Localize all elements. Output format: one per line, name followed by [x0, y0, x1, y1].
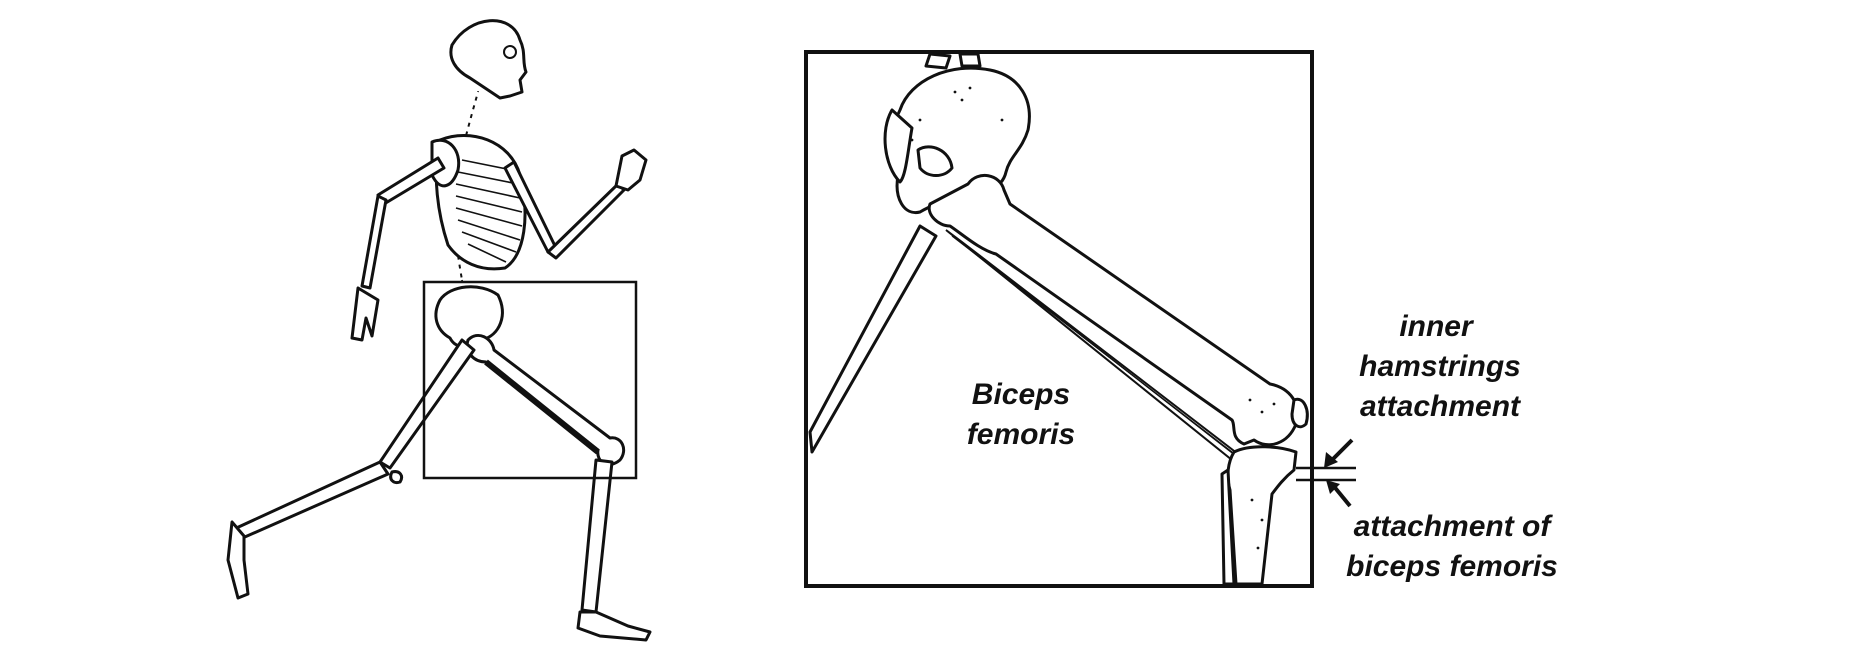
rib-lines — [455, 159, 523, 263]
femur — [927, 174, 1299, 447]
fibula — [1220, 468, 1236, 586]
back-kneecap — [389, 470, 404, 484]
inset-locator-box — [422, 280, 638, 480]
front-forearm — [546, 182, 626, 260]
enlarged-leg — [808, 52, 1309, 586]
back-foot — [226, 520, 250, 600]
biceps-femoris-label-line2: femoris — [967, 418, 1075, 451]
inner-hamstrings-pointer — [1296, 438, 1356, 470]
back-hand — [350, 286, 380, 342]
vertebra-fragment-2 — [958, 52, 982, 68]
biceps-attachment-pointer — [1296, 478, 1356, 508]
sacrum — [883, 108, 914, 184]
kneecap — [1290, 397, 1309, 429]
femur-small — [465, 334, 626, 466]
vertebra-fragment — [924, 52, 952, 70]
muscle-fibers — [951, 235, 1237, 457]
back-thigh — [378, 338, 476, 470]
hip-socket — [916, 145, 954, 177]
front-foot — [576, 610, 652, 642]
running-skeleton — [226, 19, 652, 642]
scapula — [430, 138, 461, 188]
eye-socket — [503, 45, 517, 59]
biceps-attachment-label-line1: attachment of — [1354, 510, 1554, 543]
hamstring-small — [484, 359, 600, 455]
biceps-attachment-label-line2: biceps femoris — [1346, 550, 1558, 583]
inner-hamstrings-label-line3: attachment — [1360, 390, 1522, 423]
tibia-small — [580, 458, 614, 614]
back-forearm — [360, 194, 388, 290]
back-shin — [230, 460, 390, 542]
back-femur — [808, 224, 938, 454]
front-hand — [614, 148, 648, 192]
inner-hamstrings-label-line1: inner — [1399, 310, 1475, 343]
bone-stippling — [910, 86, 1276, 550]
skull — [449, 19, 528, 100]
inner-hamstrings-label-line2: hamstrings — [1359, 350, 1521, 383]
biceps-femoris-label-line1: Biceps — [972, 378, 1070, 411]
